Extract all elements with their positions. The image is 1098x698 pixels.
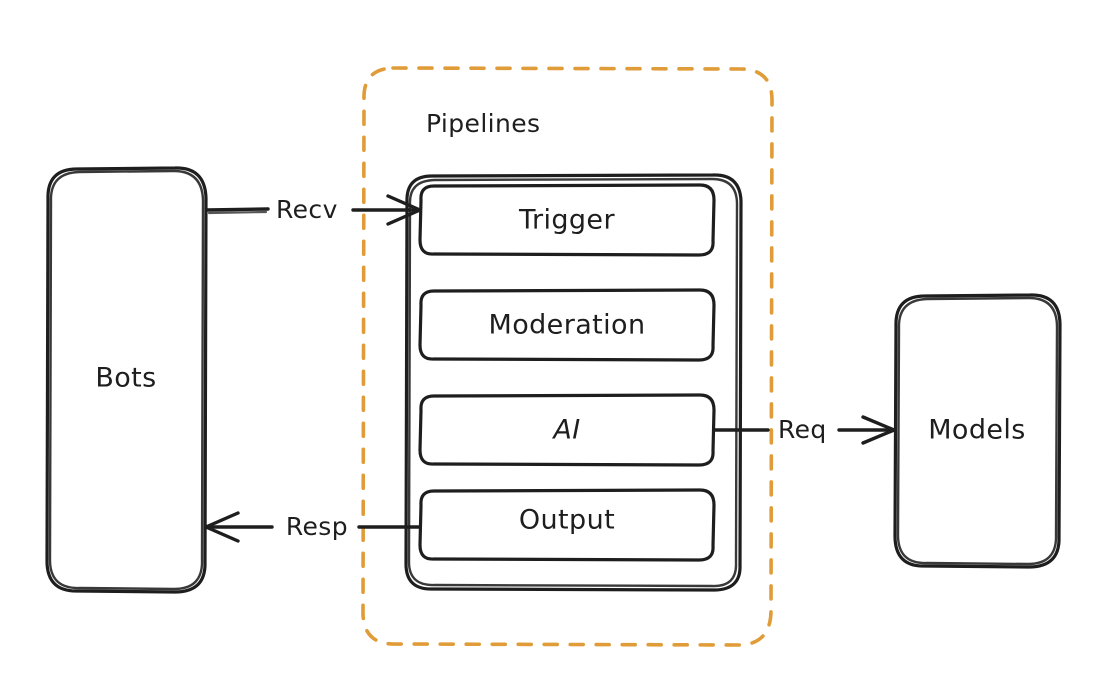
stage-moderation[interactable]: Moderation xyxy=(418,288,716,362)
ai-shape xyxy=(418,393,716,467)
stage-output[interactable]: Output xyxy=(418,488,716,562)
recv-label: Recv xyxy=(276,195,338,224)
resp-label: Resp xyxy=(286,512,348,541)
pipeline-container-shape xyxy=(404,173,743,592)
models-label: Models xyxy=(928,415,1026,446)
trigger-shape xyxy=(418,183,716,257)
moderation-label: Moderation xyxy=(489,310,646,341)
edge-req[interactable]: Req xyxy=(712,415,896,445)
bots-shape xyxy=(45,166,208,594)
pipeline-container[interactable] xyxy=(404,173,743,592)
node-bots[interactable]: Bots xyxy=(45,166,208,594)
recv-arrowhead xyxy=(386,194,422,226)
models-shape xyxy=(893,293,1062,569)
stage-trigger[interactable]: Trigger xyxy=(418,183,716,257)
bots-label: Bots xyxy=(95,363,156,394)
pipelines-group-border xyxy=(361,66,774,647)
moderation-shape xyxy=(418,288,716,362)
output-label: Output xyxy=(519,505,615,536)
req-arrowhead xyxy=(861,415,896,445)
pipelines-group[interactable]: Pipelines xyxy=(361,66,774,647)
trigger-label: Trigger xyxy=(518,205,615,236)
recv-line-left-sketch xyxy=(207,210,268,215)
pipelines-group-label: Pipelines xyxy=(426,109,540,138)
models-shape-sketch xyxy=(896,296,1059,566)
resp-arrowhead xyxy=(204,511,240,543)
req-label: Req xyxy=(778,415,827,444)
ai-label: AI xyxy=(551,415,580,446)
edge-resp[interactable]: Resp xyxy=(204,511,422,543)
output-shape xyxy=(418,488,716,562)
stage-ai[interactable]: AI xyxy=(418,393,716,467)
node-models[interactable]: Models xyxy=(893,293,1062,569)
pipeline-container-shape-sketch xyxy=(407,177,739,588)
edge-recv[interactable]: Recv xyxy=(205,194,422,226)
recv-line-left xyxy=(205,207,270,212)
bots-shape-sketch xyxy=(48,169,205,591)
